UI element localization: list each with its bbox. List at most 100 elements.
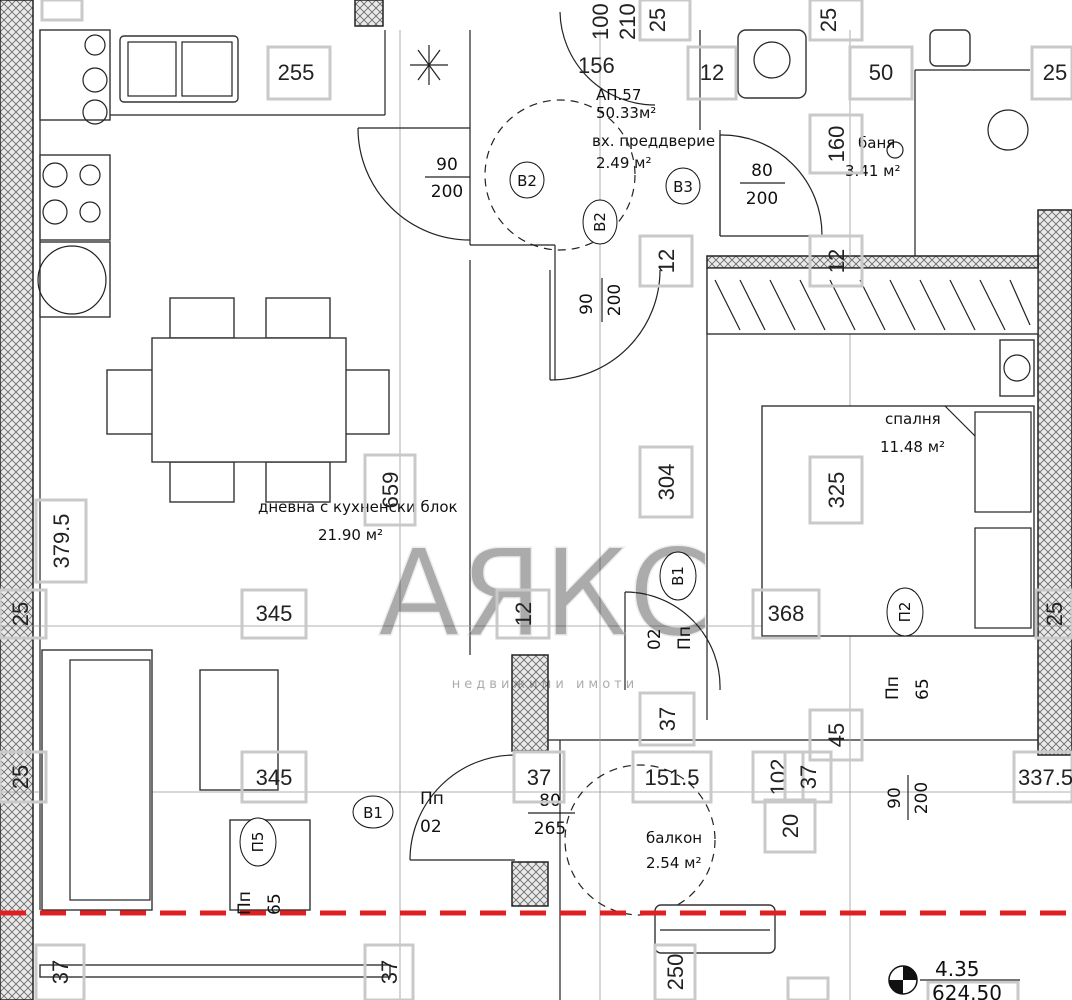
svg-text:265: 265 [534, 819, 566, 839]
door-tag-p2: П2 [886, 587, 924, 637]
svg-text:37: 37 [377, 960, 402, 984]
dim-100: 100 [588, 3, 613, 40]
svg-text:90: 90 [885, 787, 905, 809]
svg-text:25: 25 [816, 8, 841, 32]
kitchen-block [37, 29, 448, 318]
svg-text:255: 255 [278, 60, 315, 85]
svg-text:200: 200 [912, 782, 932, 814]
living-area: 21.90 м² [318, 526, 383, 544]
dim-304: 304 [638, 445, 694, 519]
bedroom-area: 11.48 м² [880, 438, 945, 456]
dim-37-bottom-left: 37 [34, 943, 86, 1000]
svg-text:В2: В2 [517, 172, 537, 190]
apartment-area: 50.33м² [596, 104, 656, 122]
note-65-b: 65 [265, 893, 285, 915]
balcony-railing [39, 904, 776, 978]
dim-210: 210 [615, 3, 640, 40]
dim-102: 102 [751, 750, 805, 804]
living-name: дневна с кухненски блок [258, 498, 458, 516]
svg-text:12: 12 [654, 249, 679, 273]
svg-text:325: 325 [824, 472, 849, 509]
door-size-90-200-a: 90 200 [425, 155, 470, 202]
svg-text:102: 102 [766, 759, 791, 796]
note-pp-65-b: Пп [235, 891, 255, 915]
dim-25-right2: 25 [1034, 588, 1072, 640]
fridge-symbol [410, 45, 448, 85]
svg-text:20: 20 [778, 814, 803, 838]
door-tag-b2-vertical: В2 [582, 199, 618, 245]
svg-text:В3: В3 [673, 178, 693, 196]
watermark-tagline: недвижими имоти [452, 677, 638, 692]
door-size-80-265: 80 265 [528, 791, 575, 839]
svg-text:В1: В1 [363, 804, 383, 822]
door-notes: Пп 02 Пп 02 Пп 65 Пп 65 [235, 626, 933, 915]
bathroom-name: баня [858, 134, 895, 152]
svg-text:659: 659 [378, 472, 403, 509]
dim-45: 45 [808, 708, 864, 762]
svg-text:304: 304 [654, 464, 679, 501]
door-size-90-200-c: 90 200 [885, 775, 932, 820]
dim-345-a: 345 [240, 588, 308, 640]
door-dimensions: 90 200 80 200 90 200 90 200 80 265 [425, 155, 932, 839]
dim-25-top-mid: 25 [638, 0, 692, 42]
watermark-brand: АЯКС [378, 525, 712, 664]
left-wall [0, 0, 34, 1000]
dim-25-top-left [40, 0, 84, 22]
dim-25-top-right: 25 [808, 0, 864, 42]
bedroom-name: спалня [885, 410, 941, 428]
svg-text:200: 200 [605, 284, 625, 316]
svg-text:200: 200 [746, 189, 778, 209]
svg-text:345: 345 [256, 601, 293, 626]
svg-text:50: 50 [869, 60, 893, 85]
door-tag-b1-vertical: В1 [659, 551, 697, 601]
svg-text:25: 25 [8, 602, 33, 626]
entrance-name: вх. преддверие [592, 132, 715, 150]
room-labels: АП.57 50.33м² вх. преддверие 2.49 м² бан… [258, 86, 945, 872]
note-pp-02-b: Пп [675, 626, 695, 650]
door-swings [357, 11, 823, 916]
balcony-area: 2.54 м² [646, 854, 702, 872]
svg-text:37: 37 [48, 960, 73, 984]
svg-text:345: 345 [256, 765, 293, 790]
balcony-name: балкон [646, 829, 702, 847]
svg-text:210: 210 [615, 3, 640, 40]
dim-25-left2: 25 [0, 750, 48, 804]
svg-text:12: 12 [700, 60, 724, 85]
svg-text:В1: В1 [669, 566, 687, 586]
svg-text:368: 368 [768, 601, 805, 626]
svg-text:250: 250 [663, 954, 688, 991]
dim-345-b: 345 [240, 750, 308, 804]
cooktop [39, 154, 111, 241]
svg-text:12: 12 [824, 249, 849, 273]
living-furniture [41, 649, 311, 911]
level-marker [888, 965, 1020, 995]
dim-12-b: 12 [638, 234, 694, 288]
dim-379-5: 379.5 [34, 498, 88, 584]
svg-text:37: 37 [796, 765, 821, 789]
svg-text:90: 90 [436, 155, 458, 175]
dim-151-5: 151.5 [631, 750, 713, 804]
svg-text:П2: П2 [896, 602, 914, 623]
svg-text:37: 37 [655, 707, 680, 731]
svg-text:25: 25 [8, 765, 33, 789]
dim-337-5: 337.5 [1012, 750, 1072, 804]
svg-text:П5: П5 [249, 832, 267, 853]
svg-text:37: 37 [527, 765, 551, 790]
dim-250: 250 [653, 943, 697, 1000]
note-02-b: 02 [645, 628, 665, 650]
apartment-id: АП.57 [596, 86, 641, 104]
level-absolute: 624.50 [932, 981, 1002, 1000]
note-pp-65-a: Пп [883, 676, 903, 700]
svg-text:151.5: 151.5 [644, 765, 699, 790]
dim-160: 160 [808, 113, 864, 175]
sink [119, 35, 239, 103]
svg-text:90: 90 [577, 293, 597, 315]
wardrobe [706, 267, 1039, 335]
note-65-a: 65 [913, 678, 933, 700]
dim-25-right: 25 [1030, 45, 1072, 101]
dim-325: 325 [808, 455, 864, 525]
balcony-pillar [511, 654, 549, 752]
svg-text:100: 100 [588, 3, 613, 40]
